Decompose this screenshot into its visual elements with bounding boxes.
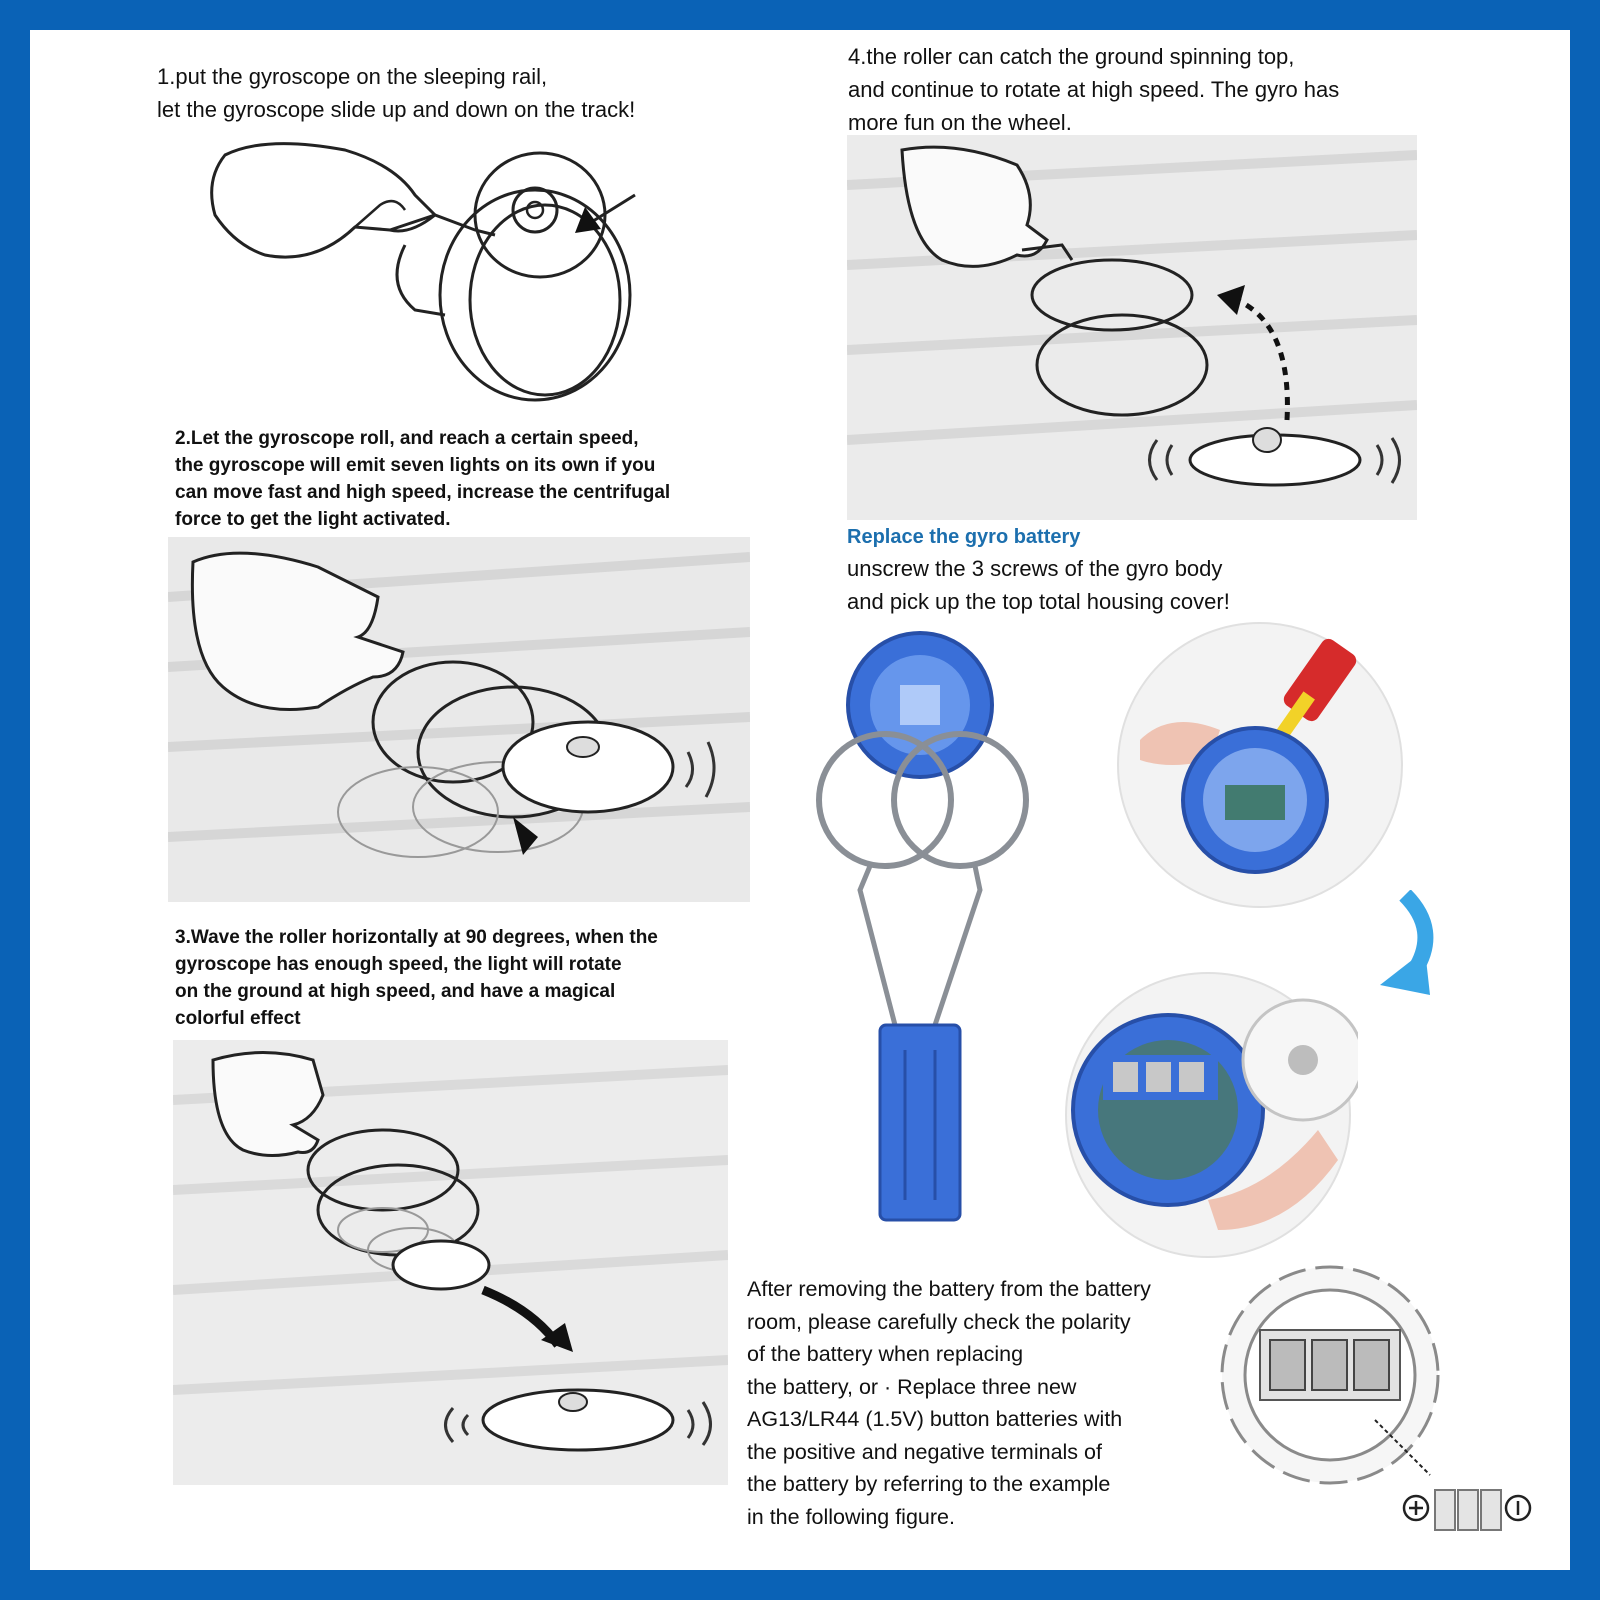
step3-text: 3.Wave the roller horizontally at 90 deg… [175, 924, 658, 1032]
arrow-icon [1217, 285, 1245, 315]
step3-line: 3.Wave the roller horizontally at 90 deg… [175, 927, 658, 948]
spinning-top-icon [1181, 726, 1329, 874]
motion-lines [1148, 437, 1401, 484]
step4-illustration [847, 135, 1417, 520]
step2-text: 2.Let the gyroscope roll, and reach a ce… [175, 425, 670, 533]
handle-wire [389, 213, 496, 237]
pointer-line [1374, 1419, 1431, 1476]
replace-battery-text: unscrew the 3 screws of the gyro body an… [847, 552, 1230, 618]
ring-track-icon [1030, 258, 1209, 417]
step2-line: force to get the light activated. [175, 509, 451, 530]
handle-wire [857, 865, 983, 1026]
arrow-icon [1380, 890, 1434, 995]
battery-plus-icon [1402, 1494, 1430, 1522]
battery-note-line: the battery by referring to the example [747, 1472, 1111, 1496]
spinning-top-icon [337, 720, 675, 858]
arrow-icon [481, 1285, 573, 1352]
step1-line: 1.put the gyroscope on the sleeping rail… [157, 64, 548, 89]
step1-line: let the gyroscope slide up and down on t… [157, 97, 636, 122]
unscrew-photo [1110, 620, 1410, 910]
motion-lines [684, 741, 716, 798]
open-housing-photo [1058, 970, 1358, 1260]
replace-arrow [1345, 890, 1440, 1000]
step3-illustration [173, 1040, 728, 1485]
step2-line: the gyroscope will emit seven lights on … [175, 455, 656, 476]
step1-illustration [205, 135, 675, 410]
gear-housing-icon [1220, 1265, 1440, 1485]
battery-cell [1434, 1489, 1456, 1531]
step3-line: colorful effect [175, 1008, 301, 1029]
step4-line: more fun on the wheel. [848, 110, 1072, 135]
arrow-icon [575, 193, 636, 233]
spinning-top-icon [1071, 1013, 1265, 1207]
hook-wire [395, 244, 446, 317]
battery-note-line: the positive and negative terminals of [747, 1439, 1102, 1464]
handle-wire [1021, 243, 1074, 261]
battery-note-line: room, please carefully check the polarit… [747, 1309, 1131, 1334]
battery-note-line: After removing the battery from the batt… [747, 1277, 1151, 1301]
battery-minus-icon [1504, 1494, 1532, 1522]
hand-icon [190, 551, 405, 711]
step2-line: 2.Let the gyroscope roll, and reach a ce… [175, 428, 639, 449]
battery-diagram [1200, 1265, 1540, 1540]
replace-line: and pick up the top total housing cover! [847, 589, 1230, 614]
handle-icon [878, 1023, 962, 1222]
battery-note-line: of the battery when replacing [747, 1342, 1024, 1366]
step1-text: 1.put the gyroscope on the sleeping rail… [157, 60, 635, 126]
step4-line: 4.the roller can catch the ground spinni… [848, 44, 1295, 69]
hand-icon [210, 142, 438, 259]
dotted-path [1235, 297, 1290, 421]
step4-text: 4.the roller can catch the ground spinni… [848, 40, 1339, 139]
hand-icon [211, 1051, 325, 1157]
battery-cell [1457, 1489, 1479, 1531]
replace-battery-title: Replace the gyro battery [847, 526, 1081, 548]
replace-line: unscrew the 3 screws of the gyro body [847, 556, 1223, 581]
step4-line: and continue to rotate at high speed. Th… [848, 77, 1340, 102]
spinning-top-icon [511, 186, 559, 234]
battery-note-text: After removing the battery from the batt… [747, 1273, 1151, 1533]
motion-lines [444, 1401, 712, 1446]
gyro-toy-photo [810, 630, 1030, 1230]
battery-note-line: AG13/LR44 (1.5V) button batteries with [747, 1407, 1123, 1431]
ring-track-icon [438, 151, 632, 402]
battery-cell [1480, 1489, 1502, 1531]
step3-line: on the ground at high speed, and have a … [175, 981, 616, 1002]
battery-note-line: the battery, or · Replace three new [747, 1374, 1077, 1399]
battery-note-line: in the following figure. [747, 1504, 955, 1529]
ring-track-icon [816, 731, 1029, 869]
step3-line: gyroscope has enough speed, the light wi… [175, 954, 622, 975]
spinning-top-icon [337, 1207, 675, 1452]
step2-illustration [168, 537, 750, 902]
hand-icon [900, 145, 1049, 268]
step2-line: can move fast and high speed, increase t… [175, 482, 671, 503]
arrow-icon [513, 817, 538, 855]
spinning-top-icon [846, 631, 994, 779]
spinning-top-icon [1188, 427, 1362, 487]
